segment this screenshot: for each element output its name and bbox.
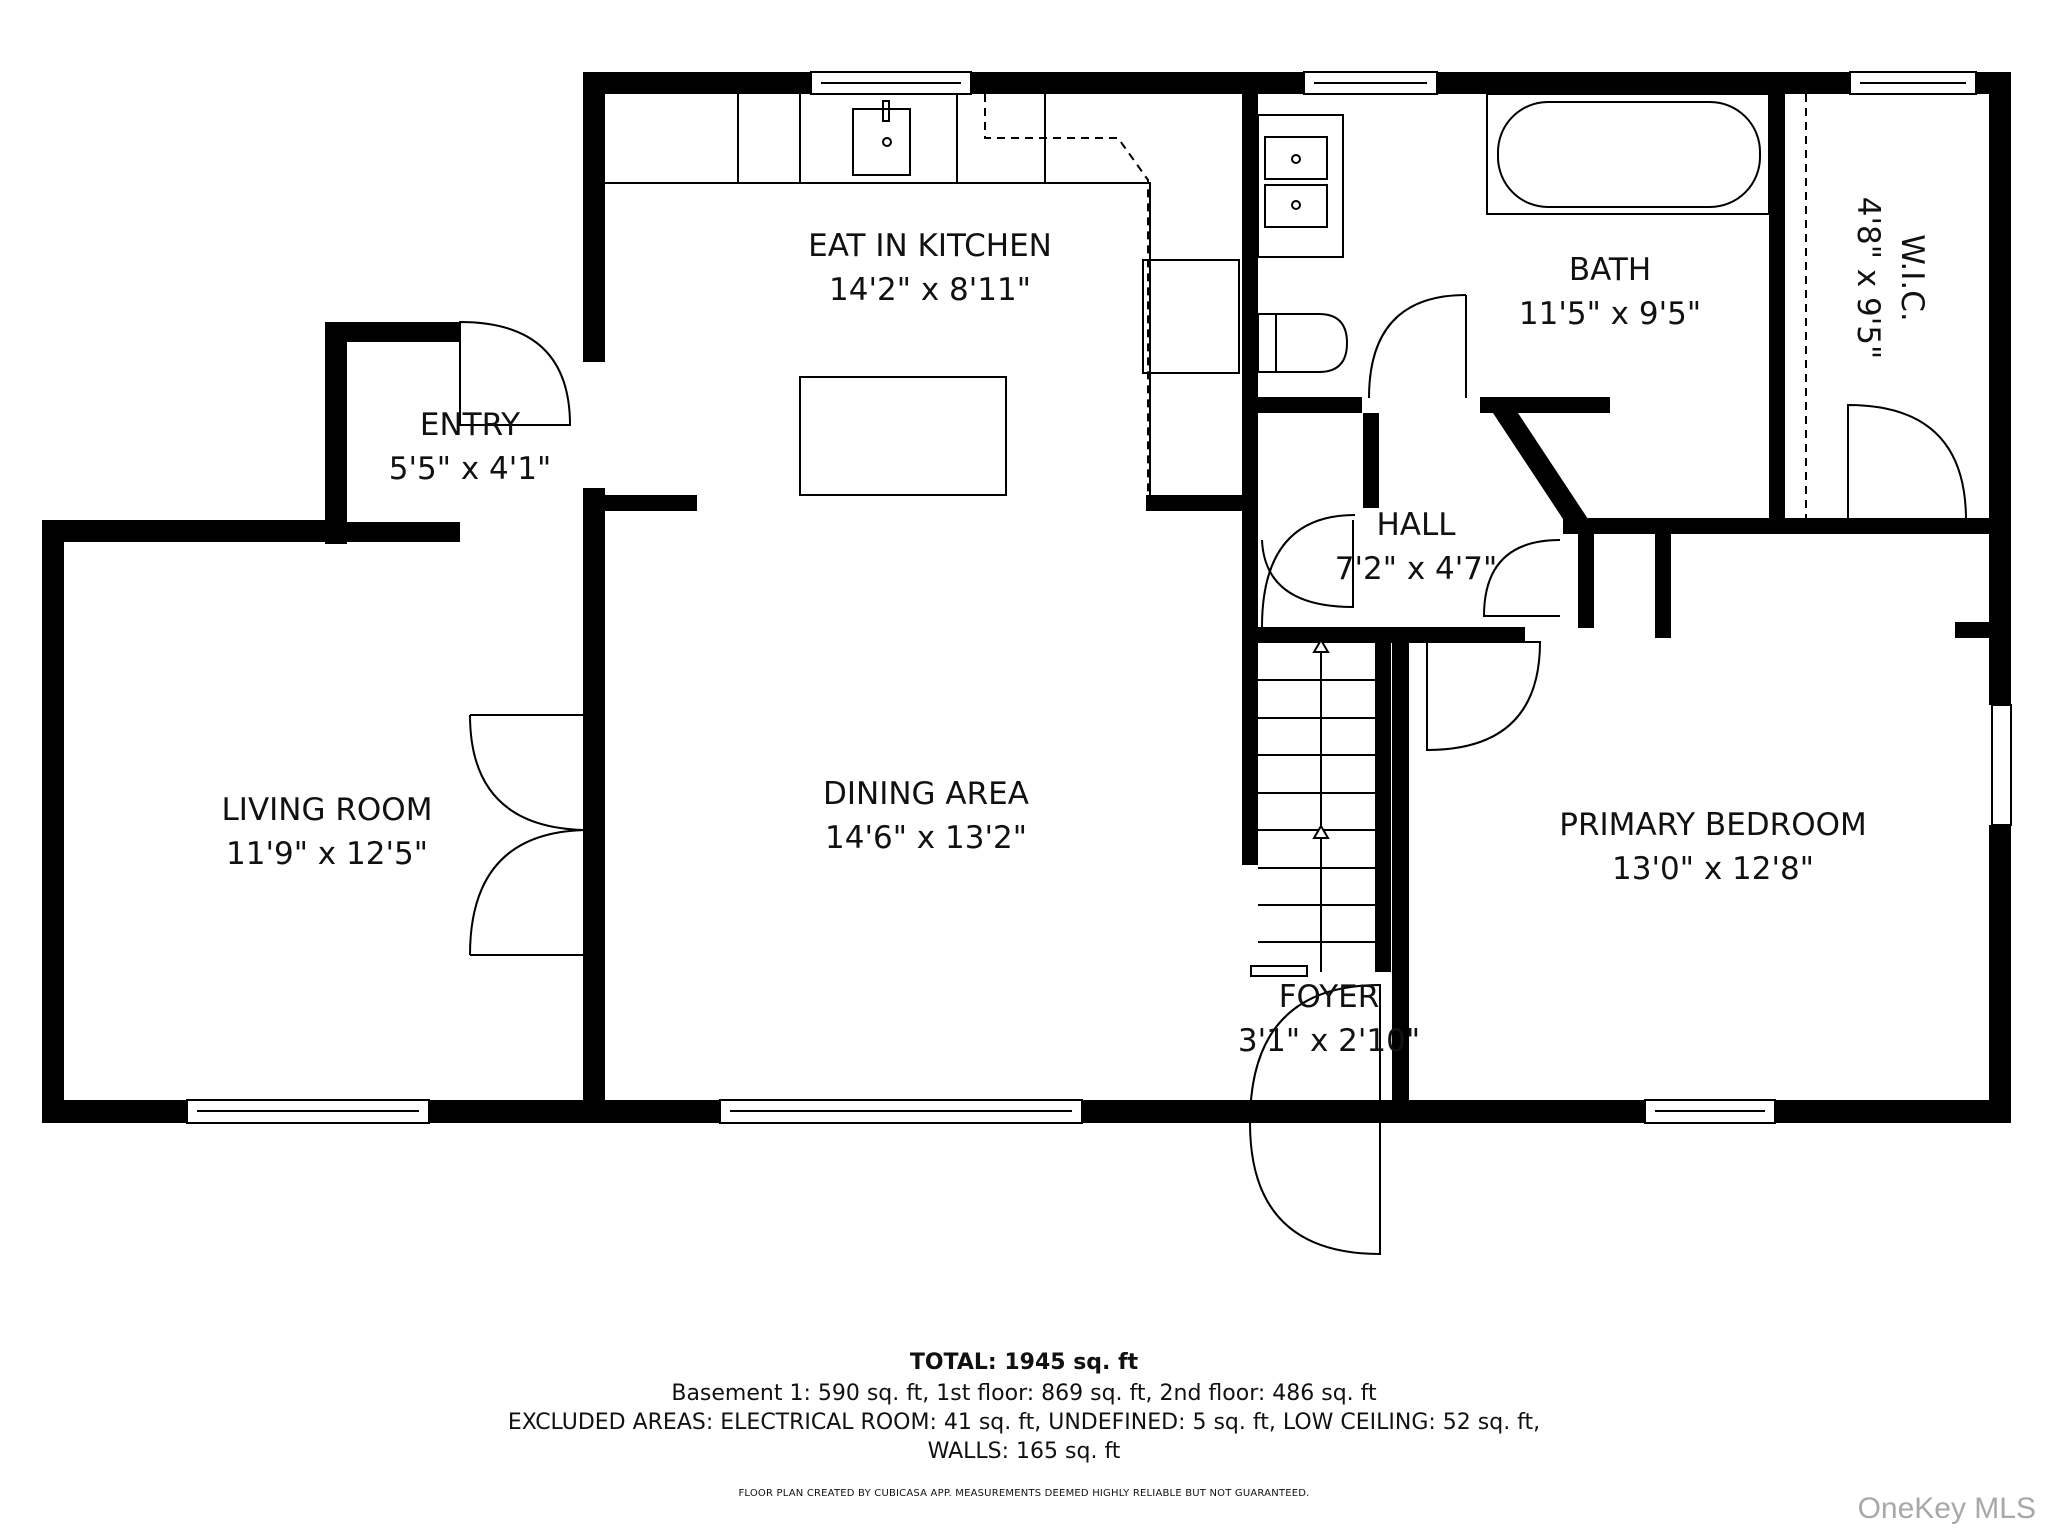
room-label-wic: W.I.C. 4'8" x 9'5"	[1846, 197, 1934, 360]
room-dimensions: 11'9" x 12'5"	[226, 836, 428, 872]
room-name: EAT IN KITCHEN	[808, 228, 1052, 264]
stairs	[1258, 638, 1375, 972]
floor-areas: Basement 1: 590 sq. ft, 1st floor: 869 s…	[671, 1381, 1377, 1406]
fixtures	[459, 93, 1968, 1256]
room-dimensions: 3'1" x 2'10"	[1237, 1023, 1421, 1059]
walls	[42, 72, 2011, 1123]
room-name: HALL	[1376, 507, 1456, 543]
room-label-kitchen: EAT IN KITCHEN 14'2" x 8'11"	[808, 224, 1052, 312]
room-dimensions: 14'6" x 13'2"	[825, 820, 1027, 856]
excluded-areas-walls: WALLS: 165 sq. ft	[927, 1439, 1121, 1464]
room-label-primary-bedroom: PRIMARY BEDROOM 13'0" x 12'8"	[1559, 803, 1867, 891]
windows	[186, 71, 2012, 1124]
room-name: LIVING ROOM	[221, 792, 433, 828]
room-label-living-room: LIVING ROOM 11'9" x 12'5"	[222, 788, 433, 876]
room-label-entry: ENTRY 5'5" x 4'1"	[389, 403, 552, 491]
room-dimensions: 7'2" x 4'7"	[1334, 551, 1498, 587]
room-name: W.I.C.	[1894, 234, 1930, 322]
room-dimensions: 13'0" x 12'8"	[1612, 851, 1814, 887]
room-name: FOYER	[1278, 979, 1380, 1015]
room-name: BATH	[1568, 252, 1652, 288]
total-area: TOTAL: 1945 sq. ft	[909, 1350, 1139, 1375]
room-dimensions: 14'2" x 8'11"	[829, 272, 1031, 308]
room-label-bath: BATH 11'5" x 9'5"	[1519, 248, 1701, 336]
room-dimensions: 4'8" x 9'5"	[1850, 196, 1886, 360]
room-dimensions: 5'5" x 4'1"	[388, 451, 552, 487]
room-dimensions: 11'5" x 9'5"	[1518, 296, 1702, 332]
room-name: ENTRY	[419, 407, 521, 443]
room-name: PRIMARY BEDROOM	[1559, 807, 1867, 843]
watermark: OneKey MLS	[1857, 1492, 2036, 1525]
room-name: DINING AREA	[823, 776, 1029, 812]
room-label-foyer: FOYER 3'1" x 2'10"	[1238, 975, 1420, 1063]
room-label-hall: HALL 7'2" x 4'7"	[1335, 503, 1498, 591]
disclaimer: FLOOR PLAN CREATED BY CUBICASA APP. MEAS…	[738, 1488, 1310, 1499]
excluded-areas: EXCLUDED AREAS: ELECTRICAL ROOM: 41 sq. …	[507, 1410, 1541, 1435]
room-label-dining-area: DINING AREA 14'6" x 13'2"	[823, 772, 1029, 860]
